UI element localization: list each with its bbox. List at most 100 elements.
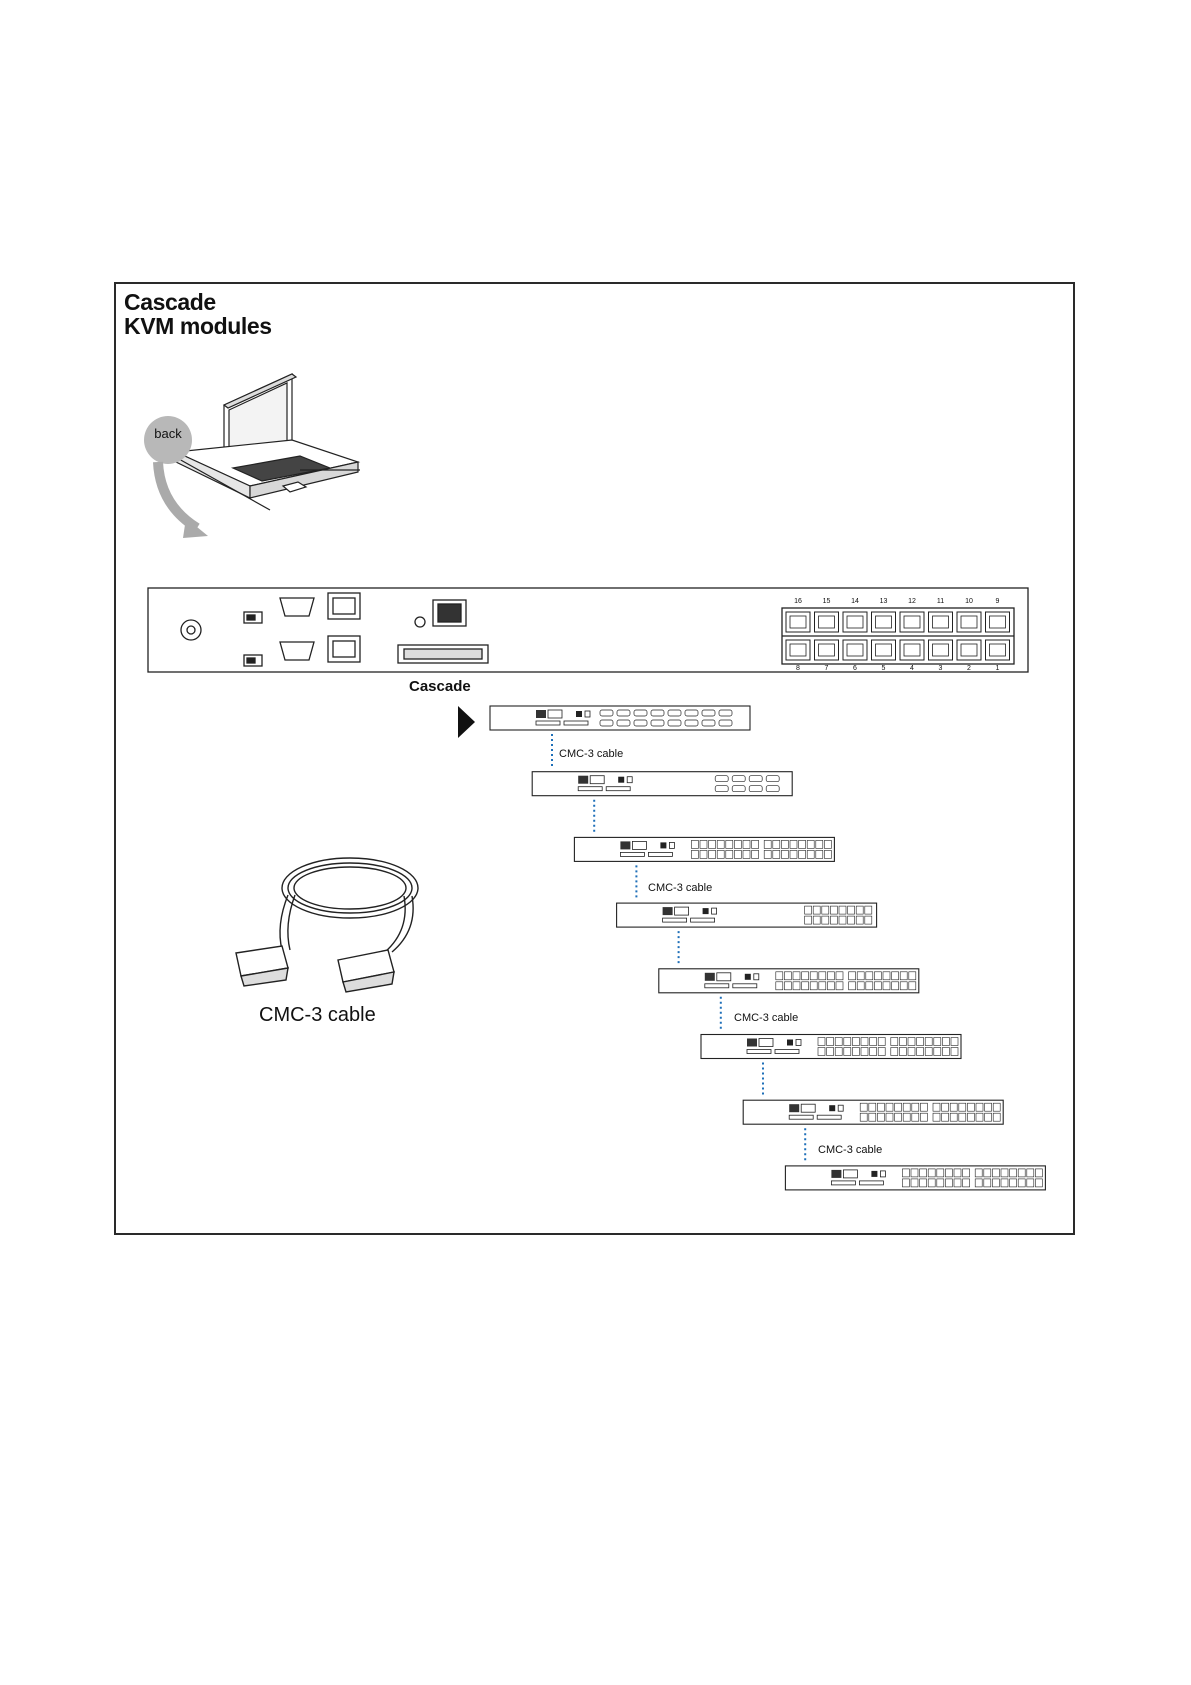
kvm-module-rj45-port — [902, 1169, 909, 1177]
kvm-module-db-port — [685, 710, 698, 716]
kvm-module-db-port — [749, 786, 762, 792]
rj45-port-bottom — [786, 640, 810, 660]
kvm-module-rj45-port — [793, 972, 800, 980]
kvm-module-rj45-port — [954, 1179, 961, 1187]
rj45-port-bottom — [957, 640, 981, 660]
port-number-top: 15 — [823, 598, 831, 605]
kvm-module-rj45-port — [844, 1048, 851, 1056]
kvm-module-rj45-port — [852, 1038, 859, 1046]
kvm-module-rj45-port — [836, 982, 843, 990]
kvm-module-rj45-port — [709, 840, 716, 848]
kvm-module-cascade-in — [663, 918, 687, 922]
kvm-module-rj45-port — [784, 982, 791, 990]
kvm-module-rj45-port — [870, 1038, 877, 1046]
kvm-module-vga-port — [590, 776, 604, 784]
kvm-module-db-port — [600, 720, 613, 726]
rj45-port-bottom — [872, 640, 896, 660]
kvm-module-rj45-port — [959, 1113, 966, 1121]
cmc3-cable-illustration — [236, 858, 418, 992]
kvm-module-vga-port — [632, 841, 646, 849]
kvm-module-rj45-port — [984, 1179, 991, 1187]
kvm-module-rj45-port — [925, 1048, 932, 1056]
kvm-module-db-port — [600, 710, 613, 716]
kvm-module-rj45-port — [709, 850, 716, 858]
kvm-module-rj45-port — [773, 850, 780, 858]
rj45-port-top — [900, 612, 924, 632]
kvm-module-rj45-port — [816, 850, 823, 858]
kvm-module-db-port — [685, 720, 698, 726]
kvm-module-chassis — [490, 706, 750, 730]
kvm-module-rj45-port — [883, 972, 890, 980]
kvm-module-cascade-in — [536, 721, 560, 725]
kvm-module-cascade-in — [789, 1115, 813, 1119]
rj45-port-bottom — [986, 640, 1010, 660]
kvm-module-rj45-port — [734, 850, 741, 858]
kvm-module-switch — [703, 908, 709, 914]
kvm-module-rj45-port — [899, 1038, 906, 1046]
kvm-module-rj45-port — [874, 982, 881, 990]
kvm-module-rj45-port — [849, 972, 856, 980]
kvm-module-cascade-in — [705, 984, 729, 988]
kvm-module-rj45-port — [917, 1048, 924, 1056]
kvm-module-rj45-port — [805, 906, 812, 914]
kvm-module-rj45-port — [920, 1179, 927, 1187]
kvm-module-rj45-port — [909, 972, 916, 980]
kvm-module-rj45-port — [891, 1048, 898, 1056]
kvm-module-rj45-port — [764, 850, 771, 858]
kvm-module-usb-port — [578, 776, 588, 784]
kvm-module-rj45-port — [992, 1169, 999, 1177]
kvm-module-db-port — [617, 710, 630, 716]
kvm-module-db-port — [702, 720, 715, 726]
kvm-module-rj45-port — [975, 1169, 982, 1177]
kvm-module-cascade-out — [648, 852, 672, 856]
kvm-module-rj45-port — [903, 1113, 910, 1121]
kvm-module-db-port — [732, 776, 745, 782]
kvm-module-rj45-port — [781, 840, 788, 848]
kvm-module-rj45-port — [937, 1169, 944, 1177]
kvm-module-cascade-out — [606, 787, 630, 791]
kvm-module-db-port — [719, 720, 732, 726]
kvm-module-rj45-port — [912, 1103, 919, 1111]
kvm-module-rj45-port — [967, 1113, 974, 1121]
kvm-module-rj45-port — [839, 916, 846, 924]
kvm-module-rj45-port — [911, 1179, 918, 1187]
kvm-module-rj45-port — [900, 982, 907, 990]
rj45-port-top — [786, 612, 810, 632]
rj45-port-top — [815, 612, 839, 632]
kvm-module-rj45-port — [776, 982, 783, 990]
kvm-module-rj45-port — [899, 1048, 906, 1056]
rj45-port-top — [957, 612, 981, 632]
kvm-module-rj45-port — [818, 1048, 825, 1056]
kvm-module-rj45-port — [848, 906, 855, 914]
kvm-module-rj45-port — [1027, 1169, 1034, 1177]
kvm-module-db-port — [634, 720, 647, 726]
port-number-bottom: 1 — [996, 665, 1000, 672]
kvm-module-db-port — [651, 710, 664, 716]
kvm-module-rj45-port — [920, 1103, 927, 1111]
kvm-module-rj45-port — [784, 972, 791, 980]
kvm-module-rj45-port — [830, 906, 837, 914]
kvm-module-db-port — [668, 720, 681, 726]
kvm-module-rj45-port — [793, 982, 800, 990]
kvm-module-rj45-port — [764, 840, 771, 848]
kvm-module-rj45-port — [700, 850, 707, 858]
rj45-port-top — [986, 612, 1010, 632]
kvm-module-rj45-port — [877, 1113, 884, 1121]
port-number-bottom: 5 — [882, 665, 886, 672]
rack-console-illustration — [170, 374, 360, 510]
kvm-module-db-port — [651, 720, 664, 726]
kvm-module-led — [712, 908, 717, 914]
kvm-module-rj45-port — [892, 972, 899, 980]
kvm-module-rj45-port — [925, 1038, 932, 1046]
port-number-bottom: 4 — [910, 665, 914, 672]
kvm-module-rj45-port — [827, 1038, 834, 1046]
kvm-module-rj45-port — [976, 1103, 983, 1111]
port-number-top: 11 — [937, 598, 944, 605]
port-number-bottom: 2 — [967, 665, 971, 672]
kvm-module-rj45-port — [700, 840, 707, 848]
link-label-4: CMC-3 cable — [818, 1144, 882, 1156]
kvm-module-usb-port — [705, 973, 715, 981]
kvm-module-rj45-port — [824, 850, 831, 858]
kvm-module-rj45-port — [878, 1038, 885, 1046]
